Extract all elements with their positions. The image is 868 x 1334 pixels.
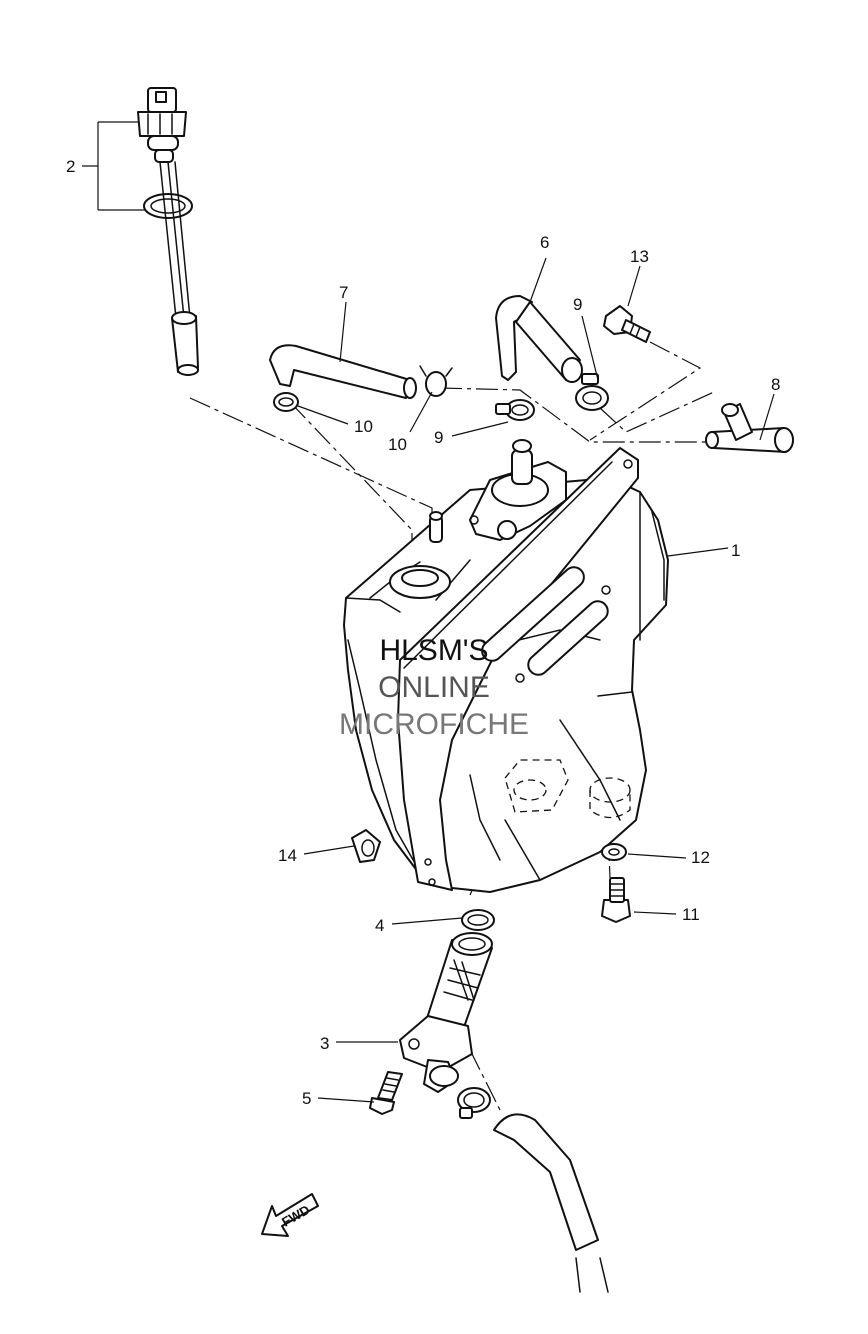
watermark-line-2: ONLINE	[378, 671, 490, 704]
callout-2: 2	[66, 157, 75, 176]
bolt-13	[603, 305, 651, 343]
fwd-direction-marker: FWD	[261, 1193, 319, 1237]
o-ring	[461, 909, 495, 931]
strainer-bolt	[369, 1071, 403, 1115]
oil-strainer	[399, 932, 493, 1093]
watermark: HLSM'S ONLINE MICROFICHE	[339, 634, 529, 741]
breather-hose-7	[269, 344, 417, 399]
callout-9b: 9	[434, 428, 443, 447]
breather-hose-6	[495, 295, 583, 383]
t-joint	[705, 403, 794, 453]
clamp-10b	[419, 365, 453, 397]
oil-level-sensor	[137, 87, 199, 376]
clamp-9a	[575, 373, 609, 411]
callout-6: 6	[540, 233, 549, 252]
oil-tank	[343, 439, 669, 893]
grommet	[351, 829, 381, 863]
callout-4: 4	[375, 916, 384, 935]
callout-3: 3	[320, 1034, 329, 1053]
callout-11: 11	[682, 905, 700, 924]
drain-bolt	[601, 877, 631, 923]
arrow-icon	[261, 1193, 319, 1237]
callout-9a: 9	[573, 295, 582, 314]
callout-1: 1	[731, 541, 740, 560]
callout-10a: 10	[354, 417, 373, 436]
hose-clamp-outlet	[457, 1087, 491, 1119]
callout-7: 7	[339, 283, 348, 302]
callout-13: 13	[630, 247, 649, 266]
callout-12: 12	[691, 848, 710, 867]
clamp-10a	[273, 392, 299, 412]
callout-8: 8	[771, 375, 780, 394]
watermark-line-3: MICROFICHE	[339, 708, 529, 741]
callout-14: 14	[278, 846, 297, 865]
clamp-9b	[495, 399, 535, 421]
callout-5: 5	[302, 1089, 311, 1108]
leader-lines	[82, 121, 775, 1103]
callout-10b: 10	[388, 435, 407, 454]
washer	[601, 843, 627, 861]
watermark-line-1: HLSM'S	[379, 634, 488, 667]
callout-labels: 1 2 3 4 5 6 7 8 9 9 10 10 11 12 13 14	[66, 157, 780, 1108]
outlet-hose	[493, 1113, 609, 1293]
